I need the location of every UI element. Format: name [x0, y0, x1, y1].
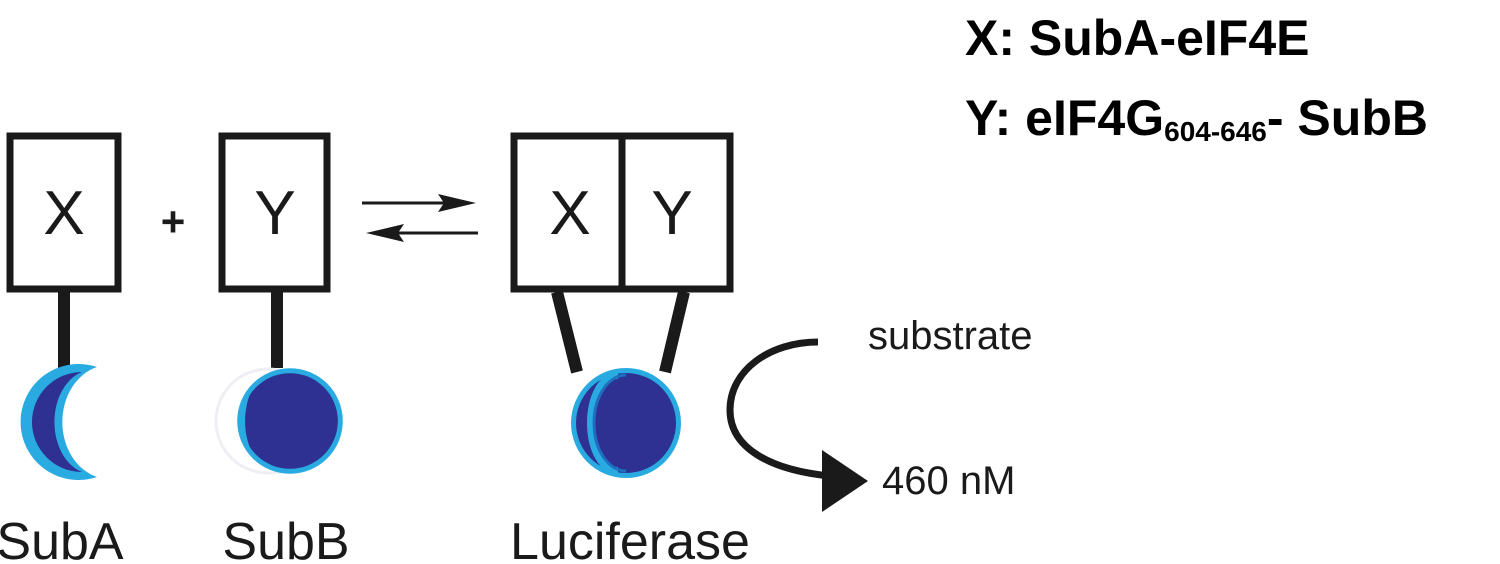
luciferase-linker-left	[551, 290, 583, 374]
luciferase-caption: Luciferase	[510, 513, 750, 564]
plus-sign: +	[161, 198, 186, 245]
box-x	[6, 132, 122, 293]
complex-box-x-label: X	[549, 179, 590, 248]
legend-x-line: X: SubA-eIF4E	[965, 10, 1310, 66]
luciferase-linker-right	[659, 290, 690, 374]
legend-y-subscript: 604-646	[1164, 116, 1267, 147]
complex-box-x	[510, 132, 626, 293]
complex-xy-luciferase: X Y Luciferase	[510, 132, 750, 564]
complex-box-y	[618, 132, 734, 293]
subb-caption: SubB	[222, 513, 349, 564]
legend-y-line: Y: eIF4G604-646- SubB	[965, 90, 1428, 147]
component-x-suba: X SubA	[0, 132, 124, 564]
legend: X: SubA-eIF4E Y: eIF4G604-646- SubB	[965, 10, 1428, 147]
box-y-label: Y	[254, 179, 295, 248]
suba-caption: SubA	[0, 513, 124, 564]
equilibrium-arrows-icon	[362, 194, 478, 242]
emission-wavelength-label: 460 nM	[882, 459, 1015, 503]
component-y-subb: Y SubB	[214, 132, 350, 564]
reaction-arrow-icon	[726, 338, 868, 512]
box-x-label: X	[43, 179, 84, 248]
suba-crescent-icon	[20, 364, 97, 480]
box-y	[218, 132, 331, 293]
substrate-label: substrate	[868, 314, 1033, 358]
subb-half-circle-icon	[214, 367, 343, 475]
luciferase-full-circle-icon	[571, 368, 681, 478]
complex-box-y-label: Y	[651, 179, 692, 248]
